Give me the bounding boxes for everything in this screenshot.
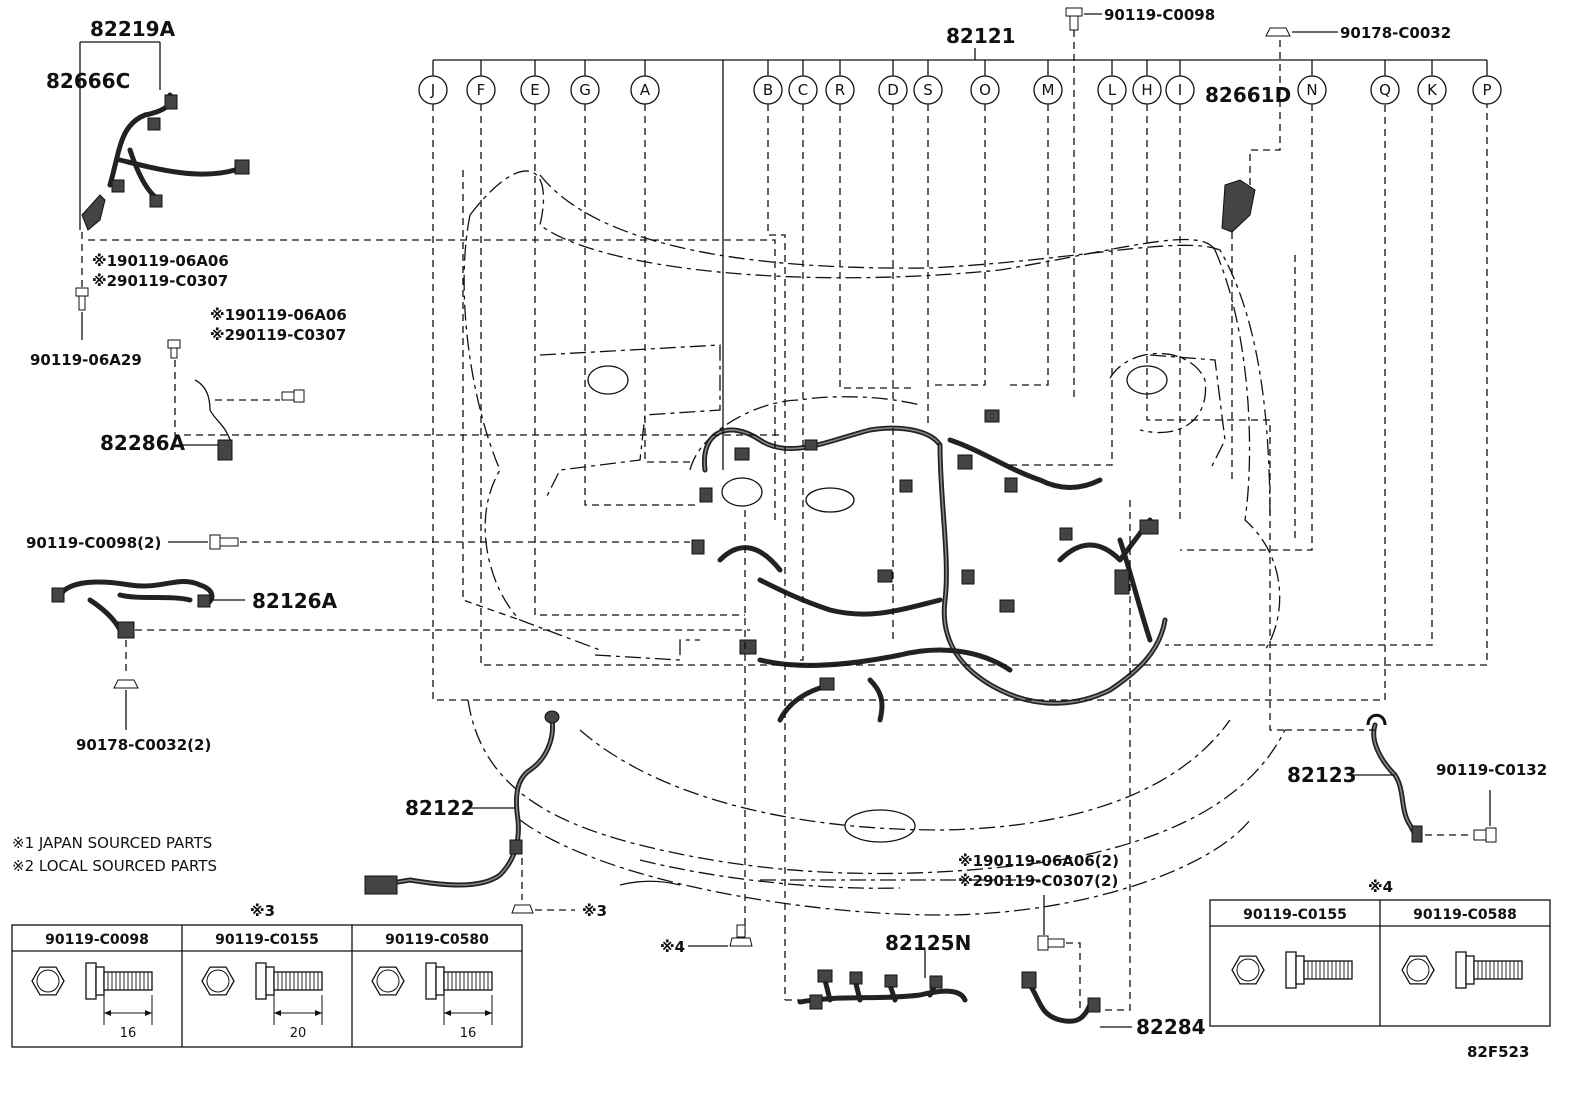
letter-label-m: M: [1042, 81, 1055, 99]
assembly-82219A: [79, 41, 776, 520]
bolt-icon: [31, 962, 153, 1000]
letter-label-i: I: [1178, 81, 1182, 99]
letter-label-g: G: [579, 81, 591, 99]
bolt-note-2c: ※290119-C0307(2): [958, 872, 1118, 890]
bracket-82661D: [1221, 179, 1256, 480]
letter-label-k: K: [1427, 81, 1438, 99]
main-engine-harness: [691, 409, 1168, 723]
table-right-header: 90119-C0588: [1413, 907, 1517, 923]
bolt-82284-mount: [1037, 895, 1081, 1010]
ref-4-bolt: ※4: [660, 938, 685, 956]
bolt-length: 16: [120, 1026, 137, 1041]
bolt-90119-C0098-2: [168, 534, 690, 550]
letter-label-s: S: [923, 81, 933, 99]
part-label-82122: 82122: [405, 796, 475, 820]
bolt-icon: [201, 962, 323, 1000]
bolt-note-1c: ※190119-06A06(2): [958, 852, 1119, 870]
bolt-icon: [1401, 951, 1523, 989]
bolt-note-1a: ※190119-06A06: [92, 252, 229, 270]
ref-3-bolt: ※3: [582, 902, 607, 920]
bolt-length: 16: [460, 1026, 477, 1041]
bracket-82284: [1021, 971, 1132, 1028]
part-label-82123: 82123: [1287, 763, 1357, 787]
cable-82123: [1285, 713, 1497, 843]
bolt-icon: [1231, 951, 1353, 989]
legend-japan-sourced: ※1 JAPAN SOURCED PARTS: [12, 834, 212, 852]
part-label-90178-C0032-top: 90178-C0032: [1340, 24, 1451, 42]
harness-82126A: [51, 579, 750, 730]
cable-82122: [364, 710, 575, 914]
vehicle-outline: [463, 170, 1286, 916]
letter-label-b: B: [763, 81, 773, 99]
bolt-icon: [371, 962, 493, 1000]
part-label-82125N: 82125N: [885, 931, 971, 955]
bracket-82286A: [167, 339, 780, 461]
part-label-82666C: 82666C: [46, 69, 130, 93]
letter-label-q: Q: [1379, 81, 1391, 99]
part-label-82126A: 82126A: [252, 589, 338, 613]
bolt-table-left: 90119-C0098 16 90119-C0155 20 90119-C0580 16: [11, 924, 523, 1048]
letter-leader-lines: [432, 30, 1488, 1011]
part-label-90119-C0132: 90119-C0132: [1436, 761, 1547, 779]
letter-label-o: O: [979, 81, 991, 99]
table-left-group-label: ※3: [250, 902, 275, 920]
part-label-90119-C0098-2: 90119-C0098(2): [26, 534, 161, 552]
bolt-length: 20: [290, 1026, 307, 1041]
letter-label-c: C: [798, 81, 808, 99]
table-left-header: 90119-C0155: [215, 932, 319, 948]
bolt-note-1b: ※190119-06A06: [210, 306, 347, 324]
table-right-header: 90119-C0155: [1243, 907, 1347, 923]
letter-label-a: A: [640, 81, 651, 99]
letter-label-p: P: [1482, 81, 1491, 99]
part-label-90119-06A29: 90119-06A29: [30, 351, 142, 369]
bolt-90119-C0098-top: [1065, 7, 1102, 31]
callout-bar-82121: [433, 48, 1487, 470]
part-label-82121: 82121: [946, 24, 1016, 48]
harness-82125N: [785, 950, 968, 1010]
letter-label-e: E: [530, 81, 539, 99]
table-left-header: 90119-C0580: [385, 932, 489, 948]
part-label-90178-C0032-2: 90178-C0032(2): [76, 736, 211, 754]
diagram-code: 82F523: [1467, 1043, 1529, 1061]
letter-label-d: D: [887, 81, 899, 99]
part-label-82286A: 82286A: [100, 431, 186, 455]
table-right-group-label: ※4: [1368, 878, 1393, 896]
letter-label-f: F: [477, 81, 486, 99]
bolt-90178-C0032-top: [1249, 27, 1338, 185]
bolt-note-2a: ※290119-C0307: [92, 272, 228, 290]
letter-label-l: L: [1108, 81, 1117, 99]
part-label-82219A: 82219A: [90, 17, 176, 41]
bolt-90119-06A29: [75, 232, 89, 340]
legend-local-sourced: ※2 LOCAL SOURCED PARTS: [12, 857, 217, 875]
bolt-note-2b: ※290119-C0307: [210, 326, 346, 344]
part-label-90119-C0098-top: 90119-C0098: [1104, 6, 1215, 24]
letter-label-r: R: [835, 81, 845, 99]
letter-circle-q: [1370, 75, 1400, 105]
part-label-82661D: 82661D: [1205, 83, 1291, 107]
letter-label-j: J: [430, 81, 435, 99]
part-label-82284: 82284: [1136, 1015, 1206, 1039]
letter-label-n: N: [1306, 81, 1317, 99]
bolt-table-right: 90119-C0155 90119-C0588: [1209, 899, 1551, 1027]
letter-label-h: H: [1141, 81, 1152, 99]
bolt-ref4-center: [688, 924, 753, 947]
table-left-header: 90119-C0098: [45, 932, 149, 948]
